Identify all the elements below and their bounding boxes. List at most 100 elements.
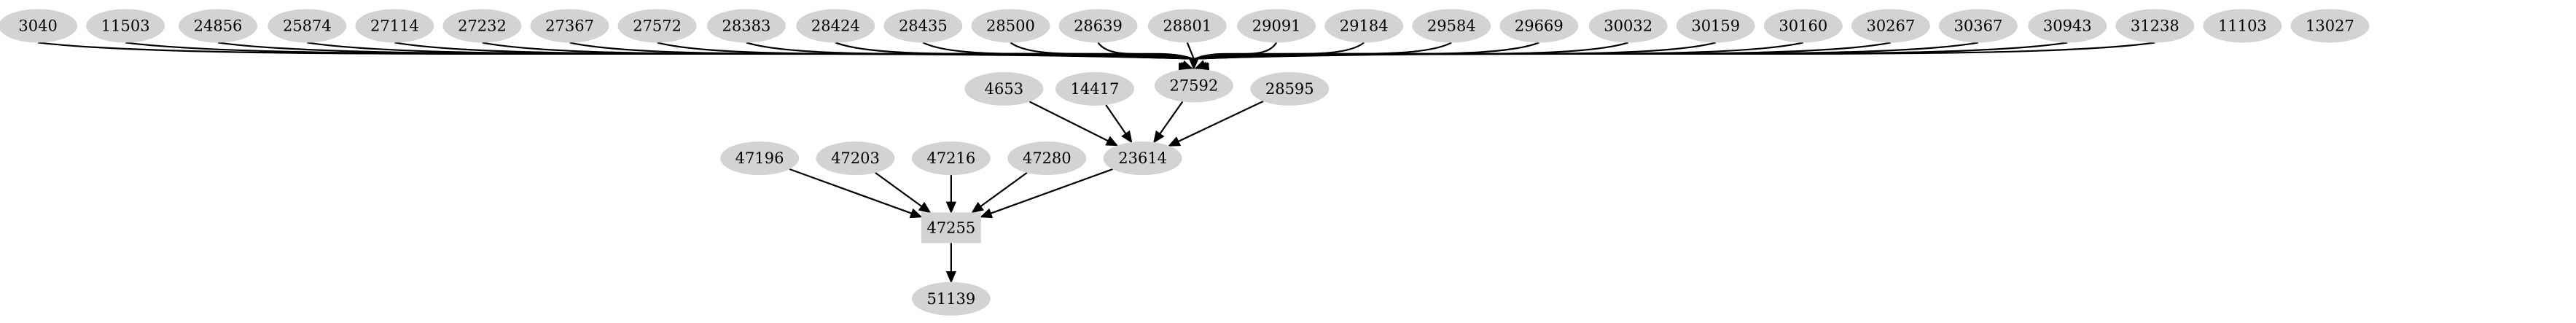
node-25874: 25874 [268,9,347,43]
node-23614: 23614 [1103,141,1182,176]
edge-arrowhead-4653-to-23614 [1105,136,1119,147]
node-28383: 28383 [706,9,786,43]
node-label-28435: 28435 [899,17,948,34]
node-label-30367: 30367 [1954,17,2003,34]
edge-14417-to-23614 [1105,104,1127,135]
node-label-27367: 27367 [545,17,594,34]
node-label-47280: 47280 [1023,149,1072,167]
node-13027: 13027 [2290,9,2370,43]
node-label-31238: 31238 [2131,17,2179,34]
node-shape-29091 [1237,9,1316,43]
edge-23614-to-47255 [990,168,1113,214]
node-shape-14417 [1055,71,1134,106]
node-label-27232: 27232 [458,17,507,34]
node-label-30943: 30943 [2043,17,2092,34]
node-shape-28383 [706,9,786,43]
node-28500: 28500 [971,9,1050,43]
node-27572: 27572 [617,9,697,43]
edge-3040-to-27592 [37,42,1190,60]
node-label-3040: 3040 [18,17,57,34]
edge-arrowhead-28801-to-27592 [1188,58,1199,71]
node-28424: 28424 [796,9,875,43]
node-label-30160: 30160 [1779,17,1827,34]
node-28595: 28595 [1250,71,1330,106]
edge-arrowhead-47216-to-47255 [945,201,956,214]
node-label-13027: 13027 [2306,17,2354,34]
node-27367: 27367 [530,9,609,43]
node-label-11503: 11503 [101,17,150,34]
node-shape-51139 [911,281,991,316]
node-47216: 47216 [911,141,991,176]
edge-27592-to-23614 [1159,101,1184,135]
node-label-47203: 47203 [831,149,880,167]
node-shape-13027 [2290,9,2370,43]
node-label-28383: 28383 [722,17,771,34]
node-label-29091: 29091 [1252,17,1301,34]
node-shape-27592 [1154,69,1233,103]
edge-31238-to-27592 [1198,42,2155,60]
edge-arrowhead-47196-to-47255 [909,208,923,219]
node-31238: 31238 [2115,9,2195,43]
node-label-28595: 28595 [1265,80,1314,98]
node-label-47255: 47255 [926,219,975,236]
node-shape-28500 [971,9,1050,43]
edge-28639-to-27592 [1097,42,1193,60]
node-label-27592: 27592 [1169,77,1218,94]
node-shape-4653 [964,71,1044,106]
node-shape-28639 [1058,9,1138,43]
edge-28801-to-27592 [1186,42,1195,59]
node-30367: 30367 [1938,9,2018,43]
node-label-47196: 47196 [735,149,784,167]
node-shape-28801 [1147,9,1227,43]
edge-28595-to-23614 [1177,100,1264,143]
edge-arrowhead-47280-to-47255 [971,201,984,214]
node-shape-47216 [911,141,991,176]
node-shape-29584 [1412,9,1491,43]
node-shape-28595 [1250,71,1330,106]
node-47280: 47280 [1007,141,1087,176]
node-28639: 28639 [1058,9,1138,43]
node-shape-30160 [1763,9,1843,43]
node-51139: 51139 [911,281,991,316]
node-shape-47255 [921,212,981,244]
node-shape-3040 [0,9,78,43]
node-label-14417: 14417 [1071,80,1120,98]
node-30267: 30267 [1851,9,1930,43]
node-29091: 29091 [1237,9,1316,43]
node-14417: 14417 [1055,71,1134,106]
node-shape-24856 [179,9,258,43]
node-shape-28424 [796,9,875,43]
node-29184: 29184 [1324,9,1404,43]
node-30159: 30159 [1676,9,1755,43]
edge-arrowhead-23614-to-47255 [980,208,994,219]
node-label-28424: 28424 [811,17,860,34]
edge-arrowhead-14417-to-23614 [1121,130,1133,144]
node-shape-29184 [1324,9,1404,43]
node-label-25874: 25874 [283,17,332,34]
node-27592: 27592 [1154,69,1233,103]
node-28435: 28435 [883,9,963,43]
node-27232: 27232 [442,9,522,43]
node-label-27114: 27114 [370,17,419,34]
node-label-28500: 28500 [986,17,1035,34]
node-shape-30159 [1676,9,1755,43]
node-30160: 30160 [1763,9,1843,43]
node-label-30159: 30159 [1691,17,1740,34]
node-shape-31238 [2115,9,2195,43]
node-label-47216: 47216 [926,149,975,167]
edge-arrowhead-28595-to-23614 [1168,136,1182,147]
edge-arrowhead-47255-to-51139 [945,271,956,284]
edge-28435-to-27592 [922,42,1190,60]
node-label-30267: 30267 [1866,17,1915,34]
edge-47196-to-47255 [789,168,913,214]
edge-arrowhead-27592-to-23614 [1153,130,1165,144]
edge-arrowhead-47203-to-47255 [918,201,932,214]
node-11503: 11503 [86,9,165,43]
node-shape-11503 [86,9,165,43]
node-shape-27114 [355,9,434,43]
node-47196: 47196 [720,141,800,176]
node-47255: 47255 [921,212,981,244]
node-shape-47203 [816,141,895,176]
